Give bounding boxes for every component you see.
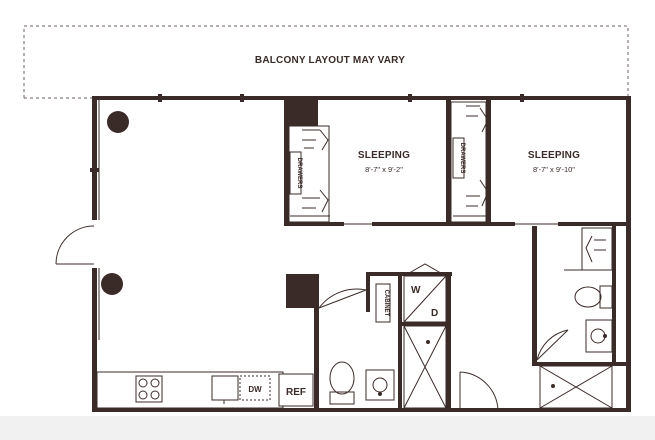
- dishwasher: DW: [239, 375, 271, 401]
- toilet: [574, 286, 602, 308]
- entry-door[interactable]: [55, 225, 95, 265]
- bathroom-1: [329, 361, 395, 405]
- floor-strip: [0, 416, 655, 440]
- shower-2: [539, 365, 613, 409]
- washer-label: W: [411, 285, 421, 296]
- bathroom-2-door[interactable]: [536, 329, 569, 361]
- laundry-door[interactable]: [318, 288, 367, 309]
- sink: [365, 369, 395, 401]
- balcony: BALCONY LAYOUT MAY VARY: [23, 25, 629, 99]
- dishwasher-label: DW: [248, 385, 262, 394]
- dryer-label: D: [431, 308, 438, 319]
- bedroom-2-name: SLEEPING: [528, 150, 580, 161]
- exterior-walls: [90, 94, 631, 412]
- closet-2-label: DRAWERS: [459, 143, 465, 174]
- light-fixture: [101, 273, 123, 295]
- light-fixture: [107, 111, 129, 133]
- hall-door[interactable]: [459, 371, 499, 411]
- closet-2: DRAWERS: [450, 101, 489, 223]
- bedroom-2-dims: 8'-7" x 9'-10": [533, 165, 575, 174]
- bathroom-2: [564, 227, 613, 353]
- core-walls: [286, 226, 628, 412]
- kitchen-sink: [211, 375, 239, 404]
- toilet: [329, 361, 355, 395]
- balcony-note: BALCONY LAYOUT MAY VARY: [255, 55, 405, 66]
- closet-1: DRAWERS: [288, 125, 330, 223]
- bedroom-2-walls: [446, 96, 628, 226]
- bedroom-1-walls: [284, 96, 452, 226]
- cabinet: CABINET: [375, 283, 391, 323]
- bedroom-1-name: SLEEPING: [358, 150, 410, 161]
- cooktop: [135, 375, 163, 403]
- bedroom-1-dims: 8'-7" x 9'-2": [365, 165, 403, 174]
- shower-1: [403, 325, 447, 409]
- closet-1-label: DRAWERS: [296, 158, 302, 189]
- refrigerator: REF: [278, 373, 314, 407]
- cabinet-label: CABINET: [383, 290, 389, 317]
- sink: [585, 319, 613, 353]
- washer-dryer: W D: [403, 263, 447, 323]
- refrigerator-label: REF: [286, 387, 306, 398]
